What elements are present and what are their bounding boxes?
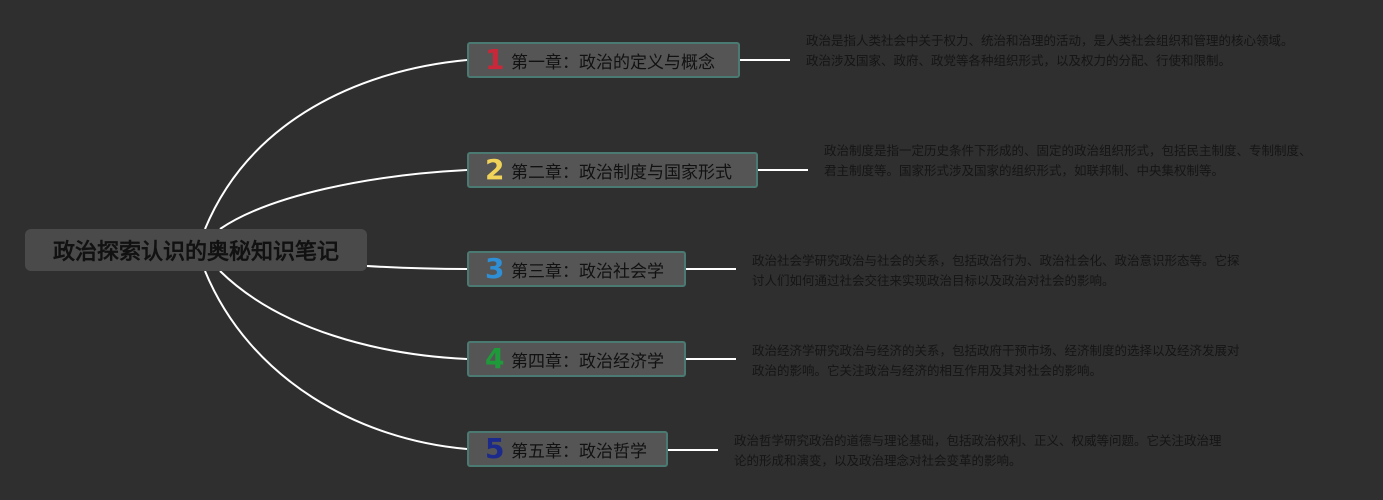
chapter-1-number: 1 xyxy=(485,43,505,76)
chapter-1-label: 第一章：政治的定义与概念 xyxy=(511,52,715,73)
chapter-5-number: 5 xyxy=(485,432,505,465)
chapter-5-node[interactable]: 5 第五章：政治哲学 xyxy=(467,431,668,467)
chapter-2-description: 政治制度是指一定历史条件下形成的、固定的政治组织形式，包括民主制度、专制制度、君… xyxy=(824,143,1312,178)
chapter-3-description: 政治社会学研究政治与社会的关系，包括政治行为、政治社会化、政治意识形态等。它探讨… xyxy=(752,253,1240,288)
branch-line-1 xyxy=(204,59,468,230)
root-topic[interactable]: 政治探索认识的奥秘知识笔记 xyxy=(25,229,367,271)
chapter-4-node[interactable]: 4 第四章：政治经济学 xyxy=(467,341,686,377)
chapter-2-number: 2 xyxy=(485,153,505,186)
chapter-4-description: 政治经济学研究政治与经济的关系，包括政府干预市场、经济制度的选择以及经济发展对政… xyxy=(752,343,1240,378)
chapter-3-node[interactable]: 3 第三章：政治社会学 xyxy=(467,251,686,287)
root-title: 政治探索认识的奥秘知识笔记 xyxy=(52,240,339,265)
branch-line-5 xyxy=(204,270,468,450)
branch-line-4 xyxy=(219,270,468,360)
chapter-3-label: 第三章：政治社会学 xyxy=(511,261,664,282)
branch-line-3 xyxy=(366,265,468,270)
chapter-2-label: 第二章：政治制度与国家形式 xyxy=(511,162,732,183)
branch-line-2 xyxy=(219,169,468,230)
chapter-5-label: 第五章：政治哲学 xyxy=(511,441,647,462)
chapter-3-number: 3 xyxy=(485,252,505,285)
chapter-5-description: 政治哲学研究政治的道德与理论基础，包括政治权利、正义、权威等问题。它关注政治理论… xyxy=(734,433,1222,468)
chapter-1-node[interactable]: 1 第一章：政治的定义与概念 xyxy=(467,42,740,78)
chapter-4-label: 第四章：政治经济学 xyxy=(511,351,664,372)
chapter-4-number: 4 xyxy=(485,342,505,375)
chapter-1-description: 政治是指人类社会中关于权力、统治和治理的活动，是人类社会组织和管理的核心领域。政… xyxy=(806,33,1294,68)
chapter-2-node[interactable]: 2 第二章：政治制度与国家形式 xyxy=(467,152,758,188)
